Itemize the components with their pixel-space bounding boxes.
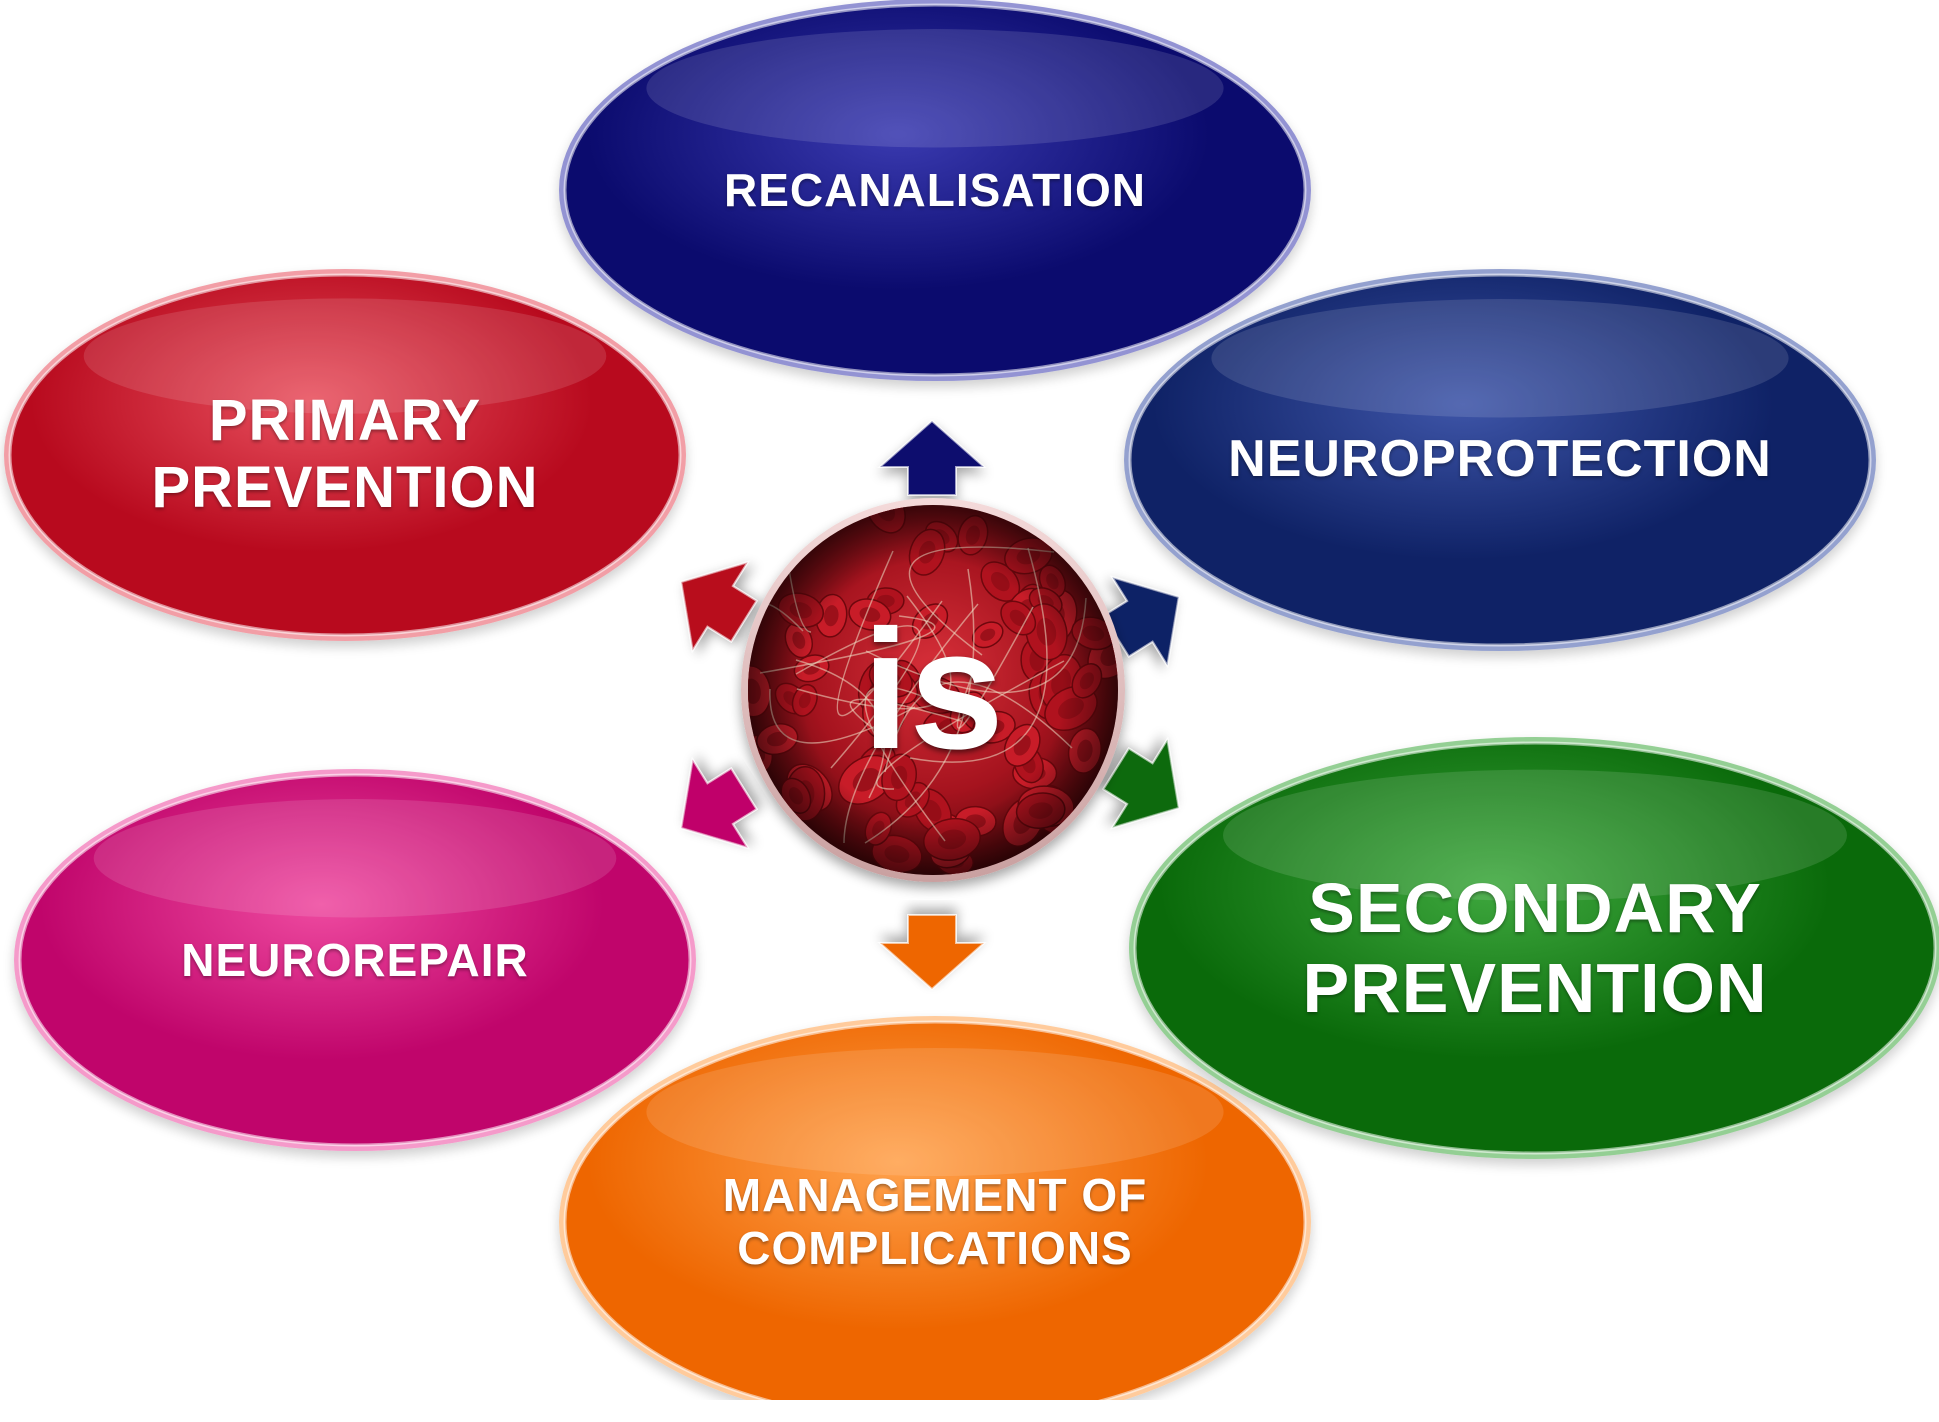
secondary-prevention-arrow: [1101, 736, 1180, 830]
recanalisation-ellipse: [559, 0, 1311, 381]
ellipses-layer: [4, 0, 1939, 1422]
neurorepair-ellipse: [14, 769, 696, 1151]
primary-prevention-ellipse: [4, 269, 686, 641]
center-circle: [741, 498, 1125, 882]
management-of-complications-ellipse: [559, 1016, 1311, 1422]
neurorepair-arrow: [680, 756, 759, 850]
secondary-prevention-ellipse: [1129, 737, 1939, 1159]
primary-prevention-arrow: [680, 560, 759, 654]
recanalisation-arrow: [877, 419, 987, 496]
center-label: is: [862, 595, 1004, 785]
management-of-complications-arrow: [877, 914, 987, 991]
arrows-layer: [680, 419, 1180, 991]
neuroprotection-ellipse: [1124, 269, 1876, 651]
